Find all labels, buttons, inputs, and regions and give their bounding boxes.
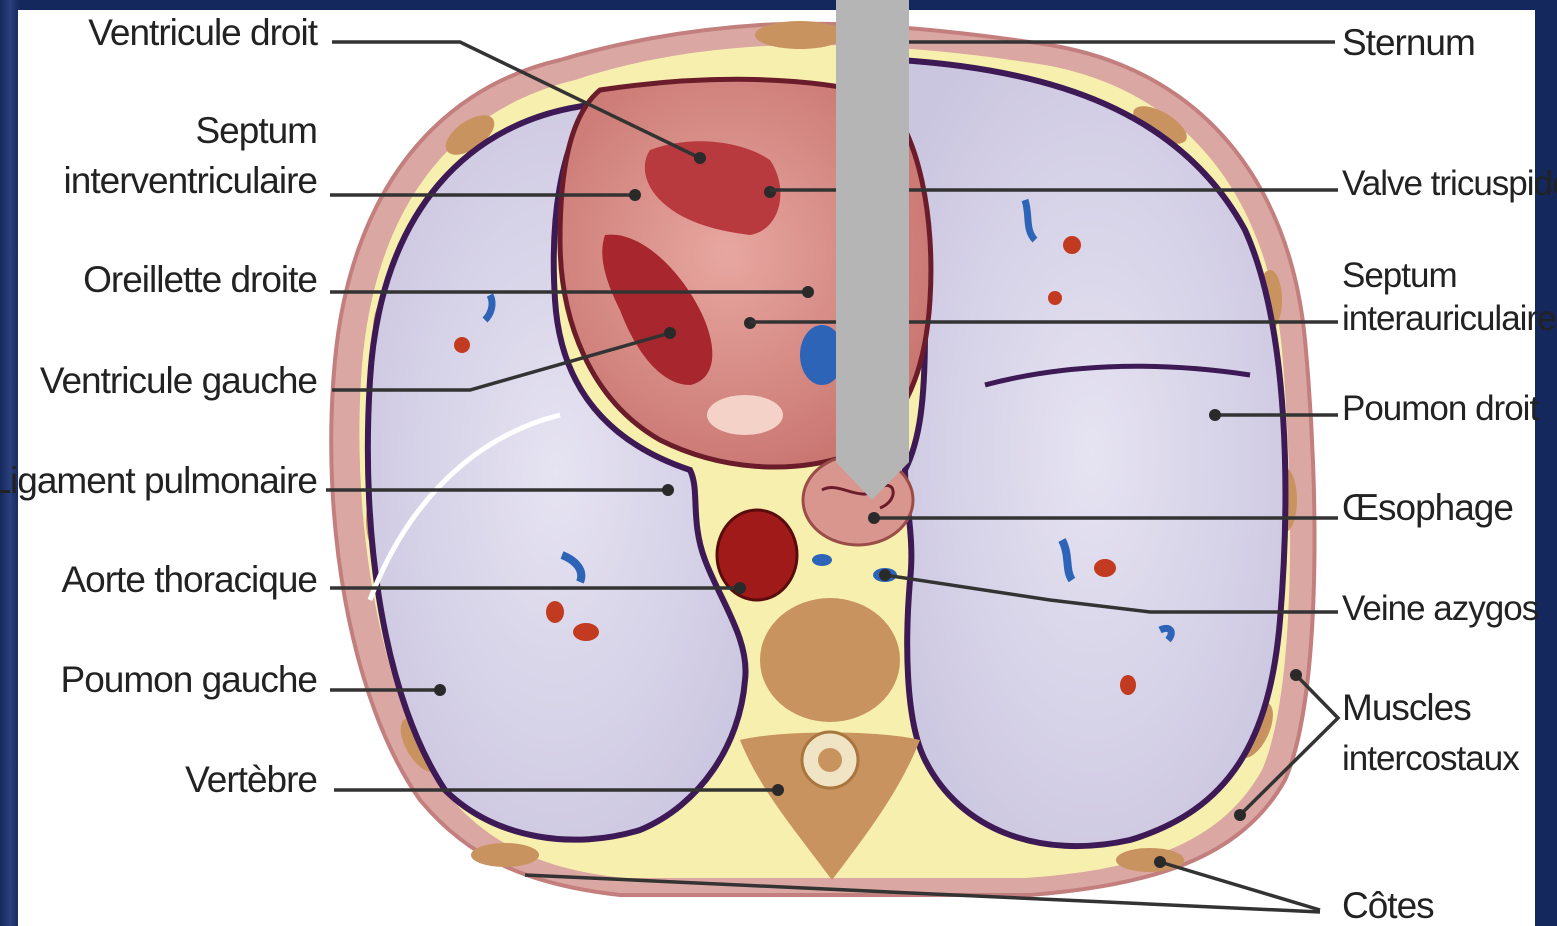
label-septum-interauriculaire-line1: Septum — [1342, 256, 1457, 295]
label-ligament-pulmonaire: Ligament pulmonaire — [0, 460, 317, 501]
label-septum-interventriculaire-line2: interventriculaire — [64, 160, 317, 201]
label-oesophage: Œsophage — [1342, 487, 1513, 528]
label-oreillette-droite: Oreillette droite — [83, 259, 317, 300]
label-poumon-droit: Poumon droit — [1342, 389, 1539, 428]
left-labels: Ventricule droit Septum interventriculai… — [0, 12, 319, 800]
label-aorte-thoracique: Aorte thoracique — [61, 559, 317, 600]
label-vertebre: Vertèbre — [185, 759, 317, 800]
small-vessel — [812, 554, 832, 566]
label-ventricule-droit: Ventricule droit — [88, 12, 318, 53]
label-poumon-gauche: Poumon gauche — [61, 659, 317, 700]
septum-interventricular — [707, 395, 783, 435]
arrow-down-icon — [836, 0, 909, 500]
label-muscles-intercostaux-line1: Muscles — [1342, 687, 1471, 728]
label-septum-interventriculaire-line1: Septum — [195, 110, 317, 151]
right-labels: Sternum Valve tricuspide Septum interaur… — [1342, 22, 1557, 926]
label-muscles-intercostaux-line2: intercostaux — [1342, 739, 1520, 778]
label-veine-azygos: Veine azygos — [1342, 589, 1539, 628]
label-septum-interauriculaire-line2: interauriculaire — [1342, 299, 1556, 338]
label-ventricule-gauche: Ventricule gauche — [40, 360, 317, 401]
label-cotes: Côtes — [1342, 885, 1434, 926]
label-valve-tricuspide: Valve tricuspide — [1342, 164, 1557, 203]
label-sternum: Sternum — [1342, 22, 1475, 63]
